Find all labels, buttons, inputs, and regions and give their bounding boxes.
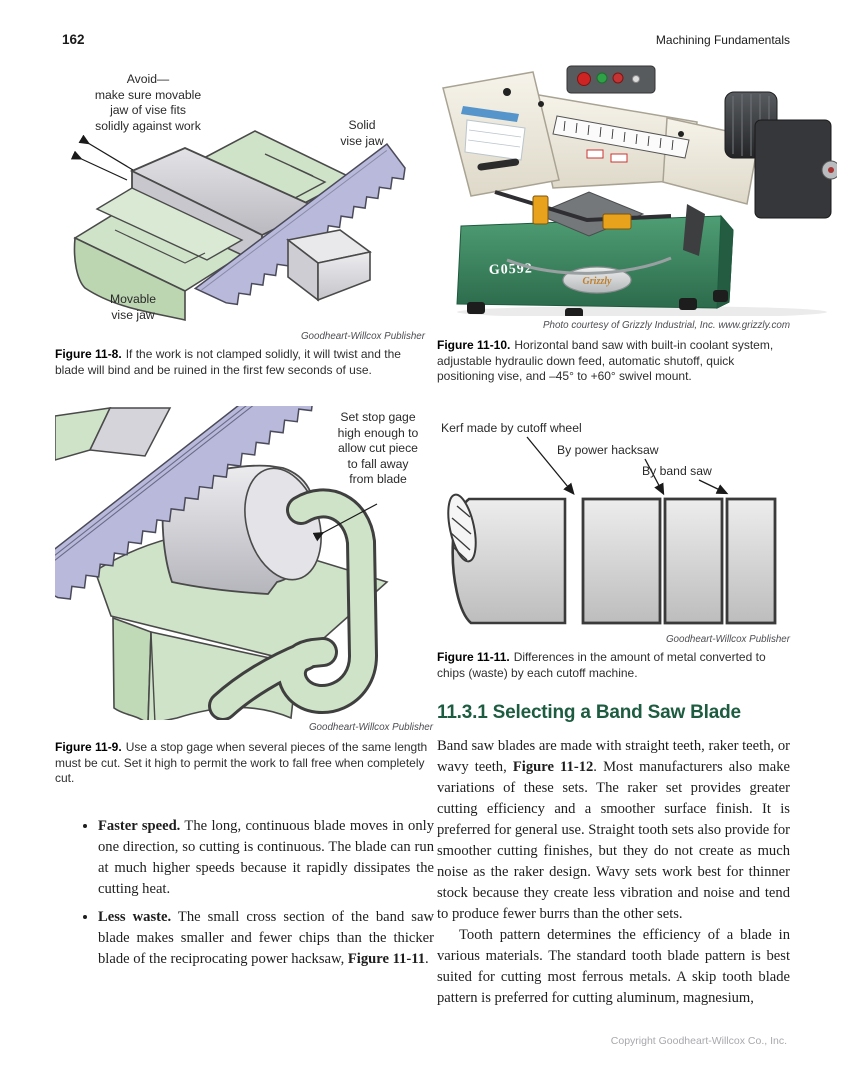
figure-11-11-caption: Figure 11-11.Differences in the amount o…	[437, 650, 793, 681]
solid-jaw-label: Solid vise jaw	[340, 118, 384, 148]
bandsaw-slice	[663, 497, 724, 625]
figure-11-10-photo: G0592 Grizzly	[437, 64, 841, 318]
shadow	[457, 306, 827, 318]
figure-11-10-caption-text: Horizontal band saw with built-in coolan…	[437, 338, 774, 384]
brand-text: Grizzly	[583, 276, 612, 287]
motor	[724, 91, 841, 219]
figure-11-10-credit: Photo courtesy of Grizzly Industrial, In…	[543, 320, 790, 331]
control-panel	[566, 65, 656, 94]
section-paragraph-2: Tooth pattern determines the efficiency …	[437, 927, 790, 1006]
section-body: Band saw blades are made with straight t…	[437, 736, 790, 1009]
figure-11-9-art: Set stop gage high enough to allow cut p…	[17, 365, 435, 726]
figure-11-8-caption: Figure 11-8.If the work is not clamped s…	[55, 347, 429, 378]
kerf-hacksaw-label: By power hacksaw	[557, 443, 659, 457]
coolant-hose	[506, 256, 672, 275]
figure-11-8-credit: Goodheart-Willcox Publisher	[300, 331, 425, 342]
figure-11-9-credit: Goodheart-Willcox Publisher	[308, 722, 433, 733]
figure-11-9-caption: Figure 11-9.Use a stop gage when several…	[55, 740, 431, 787]
movable-vise-jaw-shape	[73, 187, 244, 322]
figure-11-8-caption-text: If the work is not clamped solidly, it w…	[55, 347, 401, 377]
hacksaw-slice	[581, 497, 662, 625]
blade-guide-left	[532, 195, 549, 225]
figure-11-11-caption-label: Figure 11-11.	[437, 650, 510, 664]
cutoff-piece-shape	[286, 229, 372, 302]
bullet-less-waste: Less waste. The small cross section of t…	[98, 907, 434, 970]
bullet-faster-speed: Faster speed. The long, continuous blade…	[98, 816, 434, 900]
page-number: 162	[62, 32, 85, 47]
section-paragraph-1: Band saw blades are made with straight t…	[437, 738, 790, 922]
avoid-arrows	[70, 134, 134, 181]
model-number-text: G0592	[489, 261, 533, 278]
kerf-cutoff-wheel-label: Kerf made by cutoff wheel	[441, 421, 582, 435]
kerf-diagram	[447, 436, 777, 625]
figure-11-8-caption-label: Figure 11-8.	[55, 347, 122, 361]
blade-line	[494, 190, 672, 223]
avoid-label: Avoid— make sure movable jaw of vise fit…	[94, 72, 202, 133]
kerf-arrows	[526, 436, 729, 496]
blade-guide-right	[602, 213, 632, 230]
figure-11-9-caption-label: Figure 11-9.	[55, 740, 122, 754]
figure-11-8-art: Avoid— make sure movable jaw of vise fit…	[55, 70, 427, 328]
figure-11-10-caption: Figure 11-10.Horizontal band saw with bu…	[437, 338, 793, 385]
saw-blade-shape	[17, 365, 314, 600]
label-arrow	[312, 503, 378, 542]
support-leg	[683, 204, 705, 256]
vise-plate	[535, 191, 645, 237]
rod-shape	[447, 493, 567, 625]
band-saw-machine: G0592 Grizzly	[442, 65, 841, 318]
end-slice	[725, 497, 777, 625]
figure-11-11-art: Kerf made by cutoff wheel By power hacks…	[437, 421, 790, 633]
advantage-bullet-list: Faster speed. The long, continuous blade…	[60, 816, 434, 977]
figure-11-11-credit: Goodheart-Willcox Publisher	[665, 634, 790, 645]
figure-11-11-caption-text: Differences in the amount of metal conve…	[437, 650, 766, 680]
stop-gage-label: Set stop gage high enough to allow cut p…	[337, 410, 419, 486]
vise-drawing	[70, 130, 406, 322]
stop-gage-hook	[208, 488, 378, 721]
figure-11-10-caption-label: Figure 11-10.	[437, 338, 511, 352]
stop-gage-drawing	[17, 365, 389, 726]
movable-jaw-label: Movable vise jaw	[109, 292, 157, 322]
running-head: Machining Fundamentals	[655, 33, 790, 47]
stock-shape	[54, 407, 172, 461]
copyright-footer: Copyright Goodheart-Willcox Co., Inc.	[610, 1035, 787, 1047]
figure-11-9-caption-text: Use a stop gage when several pieces of t…	[55, 740, 428, 786]
section-heading: 11.3.1 Selecting a Band Saw Blade	[437, 702, 741, 723]
kerf-bandsaw-label: By band saw	[642, 464, 712, 478]
